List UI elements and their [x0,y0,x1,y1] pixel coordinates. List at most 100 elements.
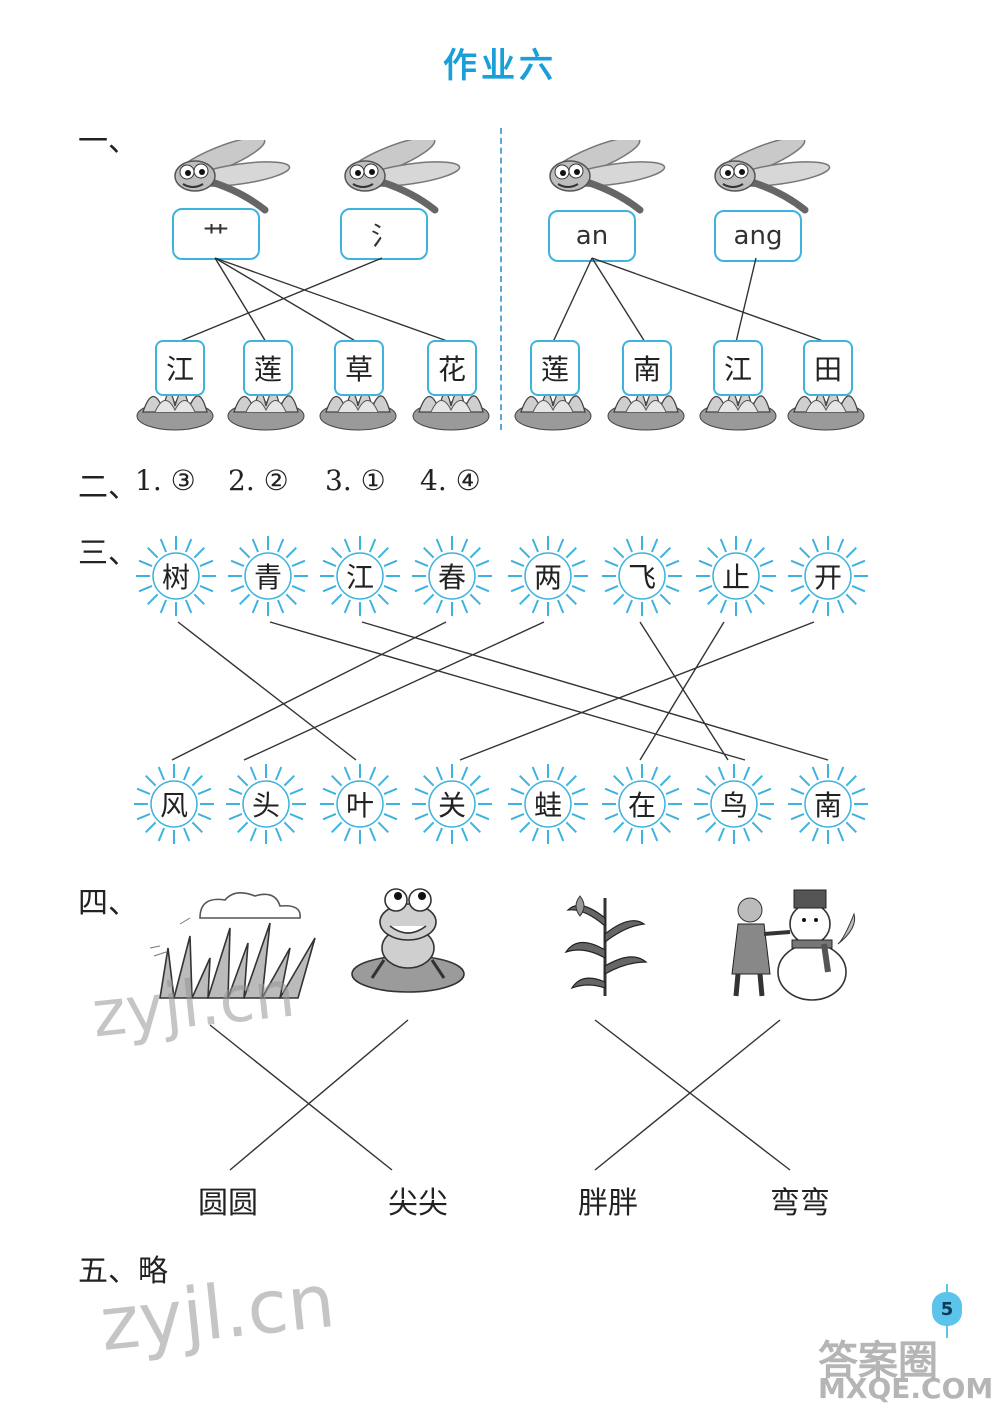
sun-frame [412,536,492,616]
sun-ray [343,827,351,842]
sun-ray [414,813,429,821]
sun-ray [665,559,680,567]
answer-3: 3. ① [325,464,386,497]
sun-circle [804,552,852,600]
sun-ray [565,821,577,833]
section-3-label: 三、 [78,536,138,571]
word-jianjian: 尖尖 [388,1186,448,1221]
sun-ray [557,827,565,842]
sun-ray [461,766,469,781]
sun-ray [510,787,525,795]
sun-char-shu: 树 [161,561,190,594]
char-box-lian-2: 莲 [530,340,580,396]
sun-ray [435,538,443,553]
frog-on-lily-pad-picture [351,888,465,993]
sun-ray [790,787,805,795]
sun-ray [414,559,429,567]
sun-frame [134,764,214,844]
sun-frame [320,536,400,616]
grass-cloud-picture [149,892,316,999]
sun-ray [659,821,671,833]
sun-ray [193,593,205,605]
char-box-hua: 花 [427,340,477,396]
sun-char-jiang: 江 [345,561,374,594]
sun-ray [230,585,245,593]
sun-ray [157,766,165,781]
sun-ray [136,787,151,795]
sun-char-liang: 两 [533,561,562,594]
sun-circle [428,780,476,828]
sun-ray [322,787,337,795]
sun-ray [757,813,772,821]
sun-char-tou: 头 [251,789,280,822]
sun-char-feng: 风 [159,789,188,822]
sun-ray [185,538,193,553]
char-box-nan: 南 [622,340,672,396]
sun-ray [322,559,337,567]
answer-2: 2. ② [228,464,289,497]
sun-ray [811,827,819,842]
sun-frame [696,536,776,616]
sun-circle [524,780,572,828]
sun-ray [571,813,586,821]
sun-ray [461,827,469,842]
sun-ray [369,599,377,614]
sun-ray [475,813,490,821]
word-pangpang: 胖胖 [578,1186,638,1221]
char-box-tian: 田 [803,340,853,396]
sun-ray [183,827,191,842]
sun-circle [804,780,852,828]
sun-ray [414,787,429,795]
sun-ray [604,813,619,821]
sun-ray [613,775,625,787]
sun-circle [150,780,198,828]
page-title: 作业六 [443,46,557,86]
sun-ray [799,821,811,833]
sun-char-guan: 关 [437,789,466,822]
section-4-label: 四、 [78,886,138,921]
sun-ray [377,775,389,787]
watermark-daan: 答案圈 [818,1338,938,1384]
sun-ray [705,821,717,833]
sun-circle [712,552,760,600]
sun-char-nan: 南 [813,789,842,822]
sun-ray [461,599,469,614]
sun-circle [152,552,200,600]
sun-ray [651,827,659,842]
sun-char-kai: 开 [813,561,842,594]
sun-ray [275,766,283,781]
sun-ray [249,827,257,842]
sun-ray [565,593,577,605]
sun-ray [698,585,713,593]
sun-ray [757,787,772,795]
word-yuanyuan: 圆圆 [198,1186,258,1221]
sun-ray [531,766,539,781]
sun-ray [851,585,866,593]
sun-circle [428,552,476,600]
sun-ray [751,775,763,787]
sun-ray [651,538,659,553]
sun-ray [659,775,671,787]
sun-ray [717,827,725,842]
sun-ray [753,593,765,605]
sun-ray [565,775,577,787]
sun-ray [696,813,711,821]
sun-ray [745,538,753,553]
sun-ray [277,538,285,553]
sun-ray [343,599,351,614]
sun-ray [659,593,671,605]
sun-ray [331,593,343,605]
sun-ray [237,775,249,787]
sun-ray [696,787,711,795]
sun-ray [519,593,531,605]
sun-circle [336,552,384,600]
sun-ray [469,593,481,605]
sun-ray [383,787,398,795]
sun-ray [519,775,531,787]
sun-ray [613,547,625,559]
sun-ray [759,559,774,567]
word-wanwan: 弯弯 [770,1186,830,1221]
sun-frame [320,764,400,844]
sun-ray [191,775,203,787]
sun-ray [251,599,259,614]
